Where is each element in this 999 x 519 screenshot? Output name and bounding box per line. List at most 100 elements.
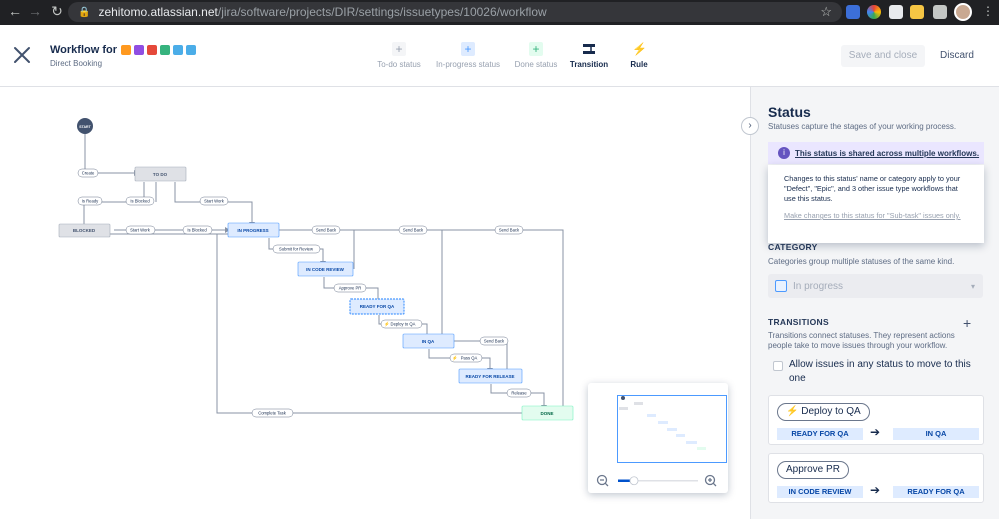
add-in-progress-status-button[interactable]: + In-progress status	[432, 42, 504, 69]
category-description: Categories group multiple statuses of th…	[768, 257, 955, 266]
forward-icon[interactable]: →	[28, 3, 42, 19]
transition-create[interactable]: Create	[77, 168, 99, 178]
from-status: READY FOR QA	[777, 428, 863, 440]
address-bar[interactable]: 🔒 zehitomo.atlassian.net/jira/software/p…	[68, 2, 842, 22]
status-label: IN CODE REVIEW	[306, 267, 345, 272]
svg-text:Complete Task: Complete Task	[258, 411, 287, 416]
browser-menu-icon[interactable]: ⋮	[982, 4, 994, 18]
transition-send-back[interactable]: Send Back	[479, 336, 509, 346]
transition-start-work-blocked[interactable]: Start Work	[125, 225, 156, 235]
svg-text:Is Blocked: Is Blocked	[187, 228, 207, 233]
shared-status-popup: Changes to this status' name or category…	[768, 165, 984, 243]
add-transition-button[interactable]: Transition	[566, 42, 612, 69]
svg-text:Start Work: Start Work	[130, 228, 151, 233]
transition-send-back[interactable]: Send Back	[494, 225, 524, 235]
transition-start-work[interactable]: Start Work	[199, 196, 229, 206]
extension-icon[interactable]	[846, 5, 860, 19]
extension-icon[interactable]	[867, 5, 881, 19]
transition-approve-pr[interactable]: Approve PR	[333, 283, 367, 293]
status-blocked[interactable]: BLOCKED	[58, 223, 111, 238]
url-host: zehitomo.atlassian.net	[98, 5, 218, 19]
svg-text:Pass QA: Pass QA	[461, 356, 478, 361]
transition-send-back[interactable]: Send Back	[311, 225, 341, 235]
collapse-panel-button[interactable]: ›	[741, 117, 759, 135]
workflow-title: Workflow for	[50, 44, 197, 56]
status-in-progress[interactable]: IN PROGRESS	[227, 222, 280, 238]
transition-name-pill[interactable]: ⚡ Deploy to QA	[777, 403, 870, 421]
issue-type-icon	[186, 45, 197, 55]
svg-text:Submit for Review: Submit for Review	[279, 247, 314, 252]
reload-icon[interactable]: ↻	[51, 3, 63, 19]
start-node[interactable]	[77, 118, 93, 134]
workflow-diagram[interactable]: START TO DO BLOCKED IN PROGRESS IN CODE …	[44, 87, 750, 519]
add-done-status-button[interactable]: + Done status	[511, 42, 561, 69]
transition-complete-task[interactable]: Complete Task	[251, 408, 294, 418]
category-select[interactable]: In progress ▾	[768, 274, 983, 298]
back-icon[interactable]: ←	[8, 3, 22, 19]
add-todo-status-button[interactable]: + To-do status	[370, 42, 428, 69]
transition-icon	[583, 44, 595, 54]
status-label: DONE	[540, 411, 553, 416]
add-transition-plus-icon[interactable]: +	[963, 315, 972, 331]
category-value: In progress	[793, 280, 844, 292]
allow-any-status-checkbox[interactable]	[773, 361, 783, 371]
svg-text:Release: Release	[511, 391, 527, 396]
bolt-icon: ⚡	[632, 42, 647, 56]
add-rule-button[interactable]: ⚡ Rule	[624, 42, 654, 69]
transition-send-back[interactable]: Send Back	[398, 225, 428, 235]
transition-is-blocked[interactable]: Is Blocked	[125, 196, 155, 206]
discard-button[interactable]: Discard	[940, 50, 974, 61]
status-label: BLOCKED	[73, 228, 96, 233]
transition-submit-for-review[interactable]: Submit for Review	[272, 244, 321, 254]
status-ready-for-qa[interactable]: READY FOR QA	[349, 298, 405, 315]
close-icon[interactable]	[12, 45, 32, 65]
workflow-canvas[interactable]: START TO DO BLOCKED IN PROGRESS IN CODE …	[44, 87, 750, 519]
status-in-qa[interactable]: IN QA	[402, 333, 455, 349]
browser-toolbar: ← → ↻ 🔒 zehitomo.atlassian.net/jira/soft…	[0, 0, 999, 25]
status-ready-for-release[interactable]: READY FOR RELEASE	[458, 368, 523, 384]
url-path: /jira/software/projects/DIR/settings/iss…	[217, 5, 547, 19]
transition-is-blocked-2[interactable]: Is Blocked	[182, 225, 213, 235]
issue-type-icon	[121, 45, 132, 55]
status-todo[interactable]: TO DO	[134, 166, 187, 182]
chevron-down-icon: ▾	[970, 281, 975, 291]
status-details-panel: › Status Statuses capture the stages of …	[741, 87, 999, 519]
transition-card[interactable]: Approve PR IN CODE REVIEW ➔ READY FOR QA	[768, 453, 984, 503]
popup-text: Changes to this status' name or category…	[784, 174, 961, 203]
transition-deploy-to-qa[interactable]: Deploy to QA⚡	[380, 319, 423, 329]
zoom-in-icon[interactable]	[704, 474, 717, 487]
subtask-only-link[interactable]: Make changes to this status for "Sub-tas…	[784, 211, 961, 220]
zoom-out-icon[interactable]	[596, 474, 609, 487]
status-in-code-review[interactable]: IN CODE REVIEW	[297, 261, 354, 277]
allow-any-status-label: Allow issues in any status to move to th…	[789, 359, 971, 384]
profile-avatar[interactable]	[954, 3, 972, 21]
camera-extension-icon[interactable]	[889, 5, 903, 19]
panel-description: Statuses capture the stages of your work…	[768, 122, 957, 131]
puzzle-extensions-icon[interactable]	[933, 5, 947, 19]
shared-status-banner[interactable]: i This status is shared across multiple …	[768, 142, 984, 164]
bolt-icon: ⚡	[786, 406, 799, 417]
issue-type-icon	[147, 45, 158, 55]
transition-is-ready[interactable]: Is Ready	[77, 196, 103, 206]
category-heading: CATEGORY	[768, 242, 818, 252]
info-icon: i	[778, 147, 790, 159]
status-label: READY FOR QA	[360, 304, 395, 309]
transition-release[interactable]: Release	[506, 388, 532, 398]
minimap-viewport[interactable]	[617, 395, 727, 463]
save-and-close-button[interactable]: Save and close	[841, 45, 925, 67]
transition-name-pill[interactable]: Approve PR	[777, 461, 849, 479]
transition-pass-qa[interactable]: Pass QA⚡	[449, 353, 483, 363]
zoom-track[interactable]	[618, 480, 698, 482]
transitions-description: Transitions connect statuses. They repre…	[768, 331, 955, 350]
shared-status-text[interactable]: This status is shared across multiple wo…	[795, 148, 980, 158]
transition-card[interactable]: ⚡ Deploy to QA READY FOR QA ➔ IN QA	[768, 395, 984, 445]
status-label: TO DO	[153, 172, 168, 177]
bookmark-star-icon[interactable]: ☆	[820, 4, 832, 19]
svg-text:⚡: ⚡	[384, 321, 390, 328]
extension-icon[interactable]	[910, 5, 924, 19]
svg-text:⚡: ⚡	[452, 355, 458, 362]
svg-text:Start Work: Start Work	[204, 199, 225, 204]
status-done[interactable]: DONE	[521, 405, 574, 421]
zoom-slider-handle[interactable]	[629, 476, 639, 486]
canvas-minimap[interactable]	[588, 383, 728, 493]
